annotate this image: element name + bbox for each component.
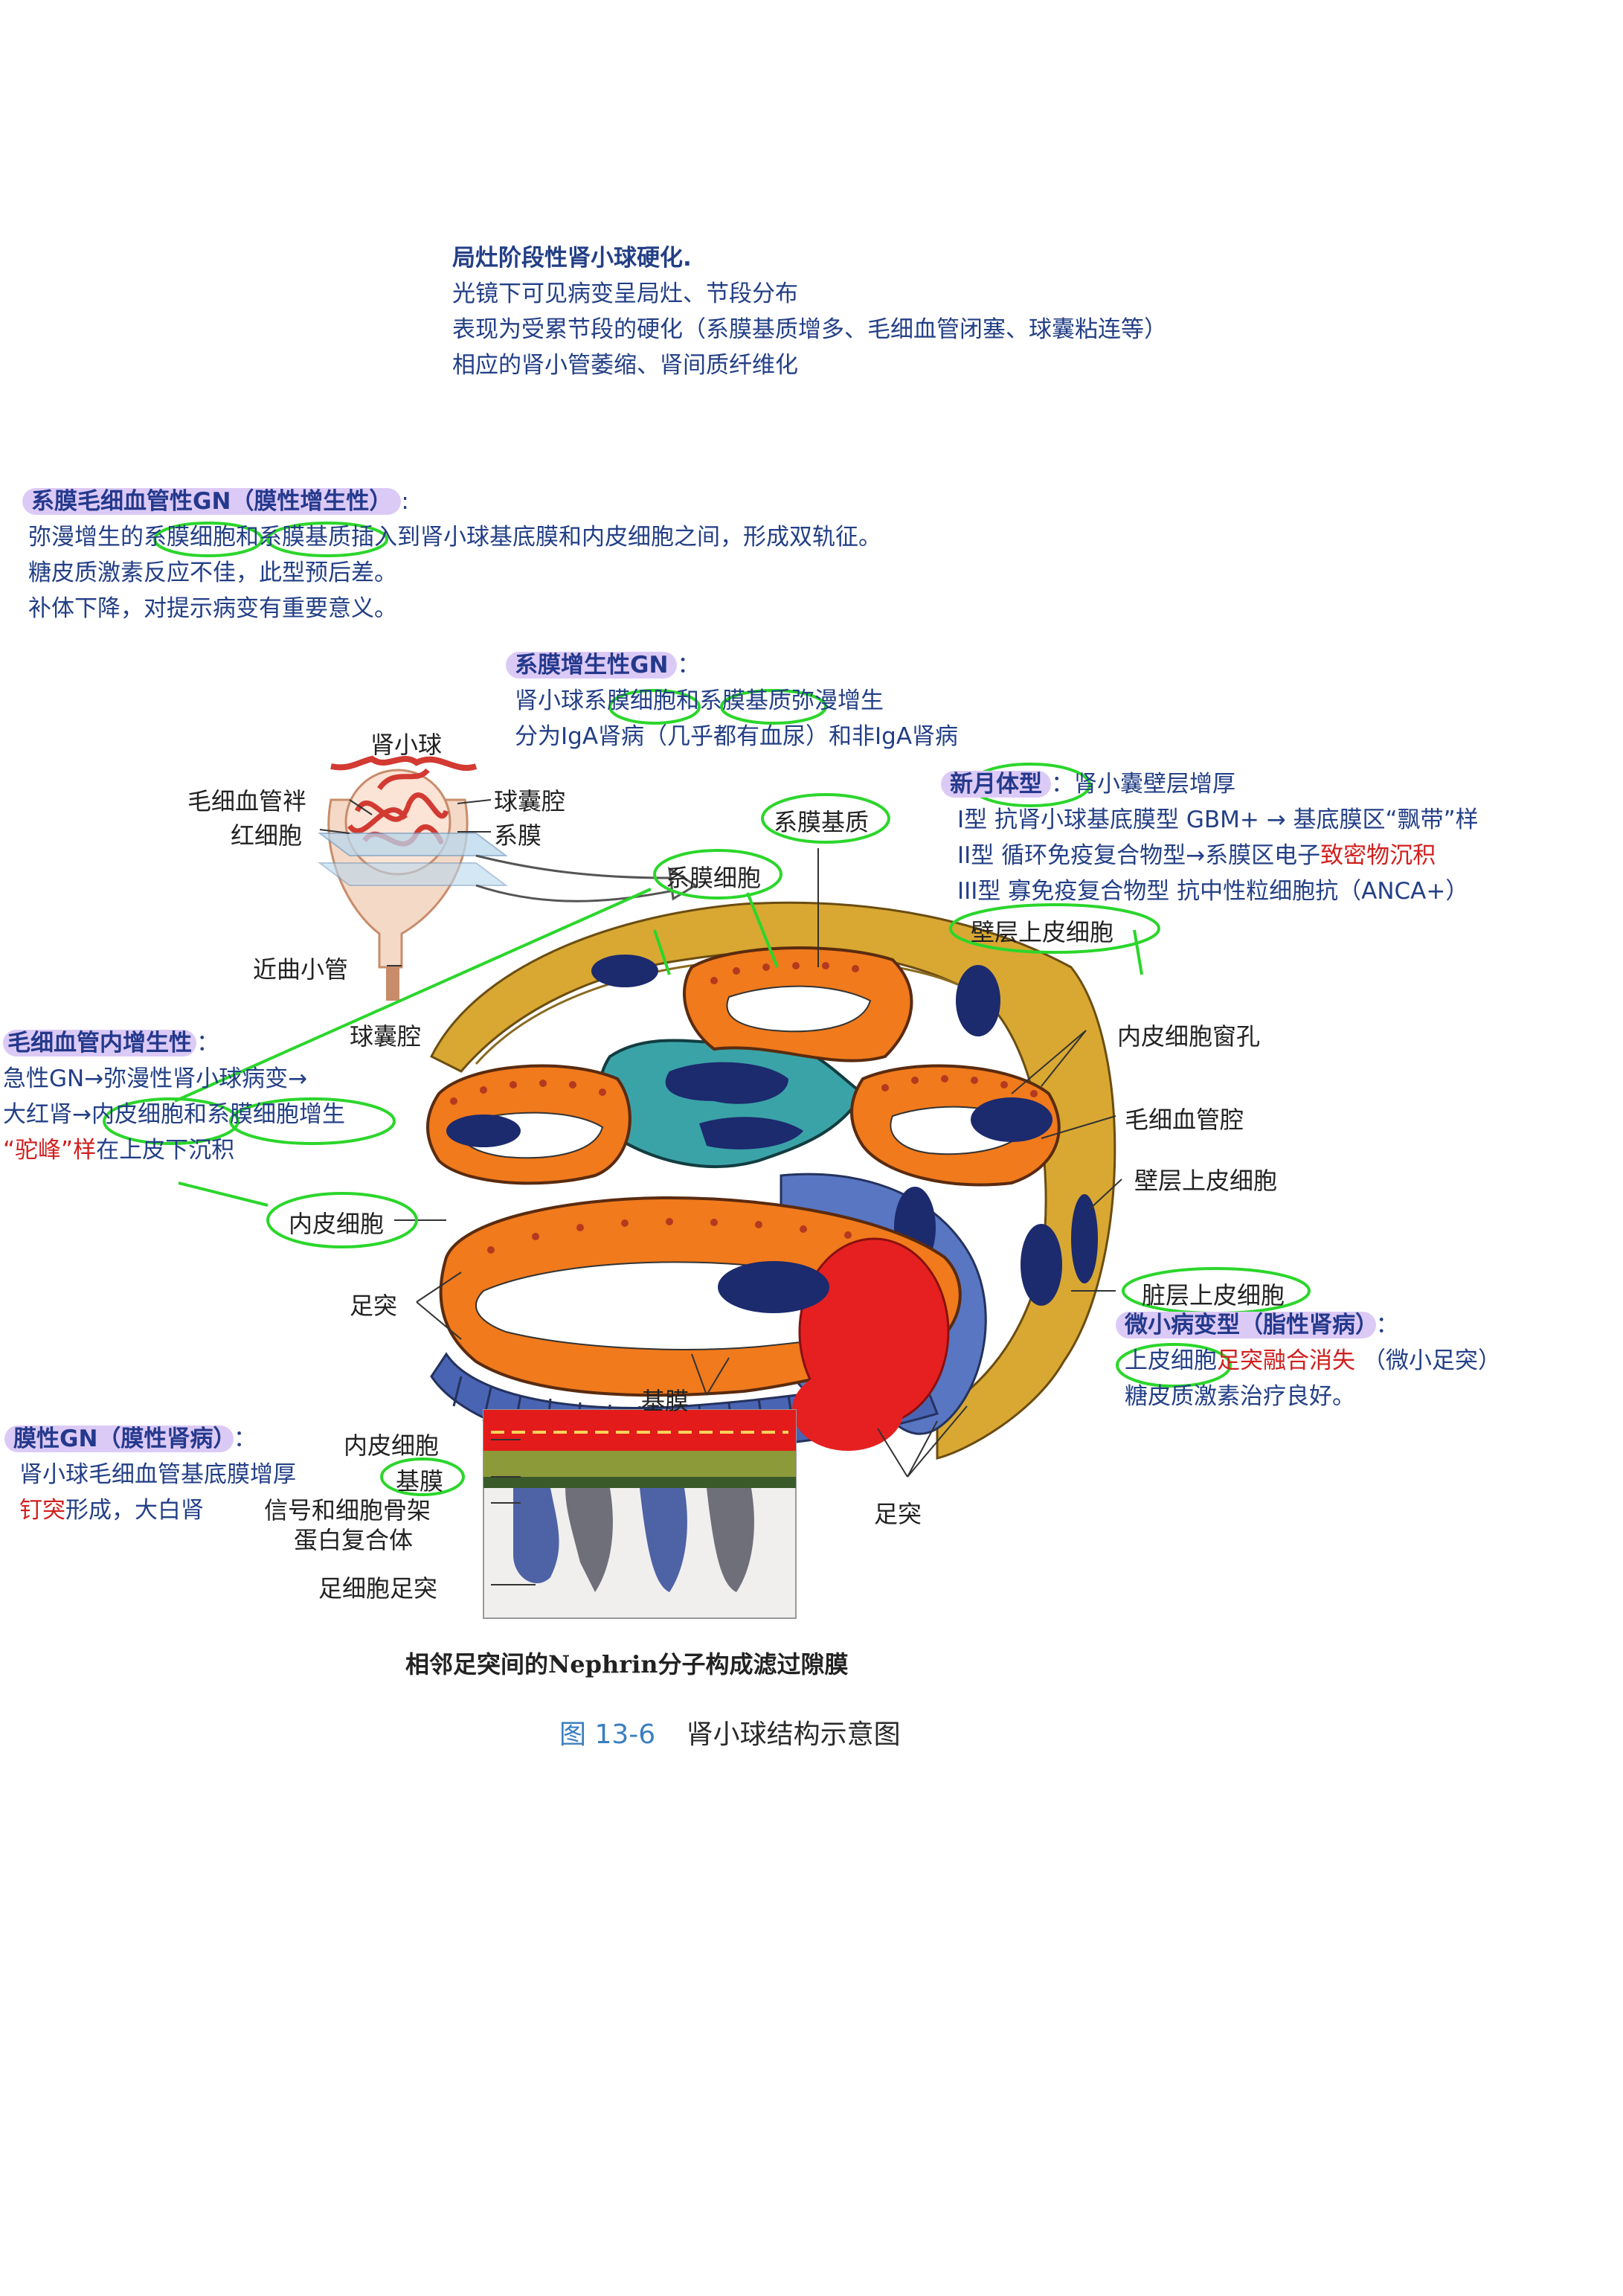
crescent-line-type2: II型 循环免疫复合物型→系膜区电子 — [957, 842, 1321, 869]
label-mesangial-matrix: 系膜基质 — [774, 808, 870, 836]
mcd-line-1: 上皮细胞 — [1125, 1347, 1217, 1374]
membranous-line-1: 肾小球毛细血管基底膜增厚 — [19, 1461, 296, 1488]
mcd-title: 微小病变型（脂性肾病） — [1116, 1312, 1376, 1338]
mpgn-line-1: 弥漫增生的系膜细胞和系膜基质插入到肾小球基底膜和内皮细胞之间，形成双轨征。 — [28, 524, 881, 551]
mesangial-note: 系膜增生性GN： 肾小球系膜细胞和系膜基质弥漫增生 分为IgA肾病（几乎都有血尿… — [506, 647, 958, 754]
fsgs-line-1: 光镜下可见病变呈局灶、节段分布 — [452, 280, 798, 307]
endocapillary-note: 毛细血管内增生性： 急性GN→弥漫性肾小球病变→ 大红肾→内皮细胞和系膜细胞增生… — [3, 1025, 345, 1168]
crescent-line-type3: III型 寡免疫复合物型 抗中性粒细胞抗（ANCA+） — [957, 878, 1469, 905]
label-bowman-space-small: 球囊腔 — [494, 787, 566, 815]
membranous-note: 膜性GN（膜性肾病）： 肾小球毛细血管基底膜增厚 钉突形成，大白肾 — [4, 1421, 296, 1528]
label-proximal-tubule: 近曲小管 — [253, 955, 349, 984]
label-basement-membrane: 基膜 — [641, 1387, 690, 1415]
label-visceral-epi: 脏层上皮细胞 — [1142, 1281, 1285, 1309]
crescent-line-type1: I型 抗肾小球基底膜型 GBM+ → 基底膜区“飘带”样 — [957, 807, 1479, 833]
crescent-line-type2-red: 致密物沉积 — [1320, 842, 1436, 869]
label-parietal-epi-top: 壁层上皮细胞 — [971, 918, 1114, 946]
mcd-note: 微小病变型（脂性肾病）： 上皮细胞足突融合消失 （微小足突） 糖皮质激素治疗良好。 — [1116, 1307, 1501, 1414]
mpgn-colon: : — [401, 488, 409, 515]
mcd-line-1-red: 足突融合消失 — [1217, 1347, 1355, 1374]
label-rbc: 红细胞 — [231, 821, 303, 850]
annotation-circles — [103, 522, 1311, 1496]
membranous-line-2-red: 钉突 — [19, 1497, 65, 1524]
fsgs-line-3: 相应的肾小管萎缩、肾间质纤维化 — [452, 352, 798, 379]
fsgs-note: 局灶阶段性肾小球硬化. 光镜下可见病变呈局灶、节段分布 表现为受累节段的硬化（系… — [452, 240, 1167, 383]
membranous-line-2: 形成，大白肾 — [65, 1497, 204, 1524]
glomerulus-overview — [318, 755, 508, 1001]
endocapillary-colon: ： — [196, 1030, 219, 1056]
endocapillary-line-1: 急性GN→弥漫性肾小球病变→ — [3, 1065, 308, 1092]
mesangial-title: 系膜增生性GN — [506, 652, 678, 679]
crescent-note: 新月体型：肾小囊壁层增厚 I型 抗肾小球基底膜型 GBM+ → 基底膜区“飘带”… — [941, 766, 1479, 909]
crescent-first: 肾小囊壁层增厚 — [1074, 771, 1235, 798]
glomerulus-cutaway — [426, 901, 1116, 1460]
figure-title: 肾小球结构示意图 — [686, 1719, 901, 1750]
membranous-title: 膜性GN（膜性肾病） — [4, 1426, 234, 1452]
fsgs-title: 局灶阶段性肾小球硬化. — [452, 245, 692, 272]
label-inset-caption: 相邻足突间的Nephrin分子构成滤过隙膜 — [405, 1650, 849, 1678]
label-inset-podocyte: 足细胞足突 — [318, 1574, 438, 1603]
label-mesangium-small: 系膜 — [494, 821, 542, 850]
figure-caption: 图 13-6 肾小球结构示意图 — [559, 1713, 901, 1751]
mcd-colon: ： — [1375, 1312, 1399, 1338]
endocapillary-line-3: 在上皮下沉积 — [96, 1137, 235, 1164]
mesangial-line-1: 肾小球系膜细胞和系膜基质弥漫增生 — [515, 687, 884, 714]
mpgn-title: 系膜毛细血管性GN（膜性增生性） — [22, 488, 402, 515]
endocapillary-line-2: 大红肾→内皮细胞和系膜细胞增生 — [3, 1101, 345, 1128]
fsgs-line-2: 表现为受累节段的硬化（系膜基质增多、毛细血管闭塞、球囊粘连等） — [452, 316, 1167, 343]
mpgn-line-2: 糖皮质激素反应不佳，此型预后差。 — [28, 559, 397, 586]
leader-lines — [319, 799, 1122, 1585]
mpgn-note: 系膜毛细血管性GN（膜性增生性）: 弥漫增生的系膜细胞和系膜基质插入到肾小球基底… — [22, 484, 881, 626]
mcd-line-1-b: （微小足突） — [1363, 1347, 1501, 1374]
crescent-colon: ： — [1051, 771, 1074, 798]
label-inset-basement: 基膜 — [396, 1467, 444, 1495]
label-inset-signal-1: 信号和细胞骨架 — [264, 1496, 431, 1524]
endocapillary-line-3-red: “驼峰”样 — [3, 1137, 97, 1164]
crescent-title: 新月体型 — [941, 771, 1051, 798]
label-parietal-epi: 壁层上皮细胞 — [1134, 1167, 1278, 1195]
mesangial-colon: ： — [677, 652, 701, 679]
label-endothelial-fenestra: 内皮细胞窗孔 — [1117, 1022, 1261, 1051]
mcd-line-2: 糖皮质激素治疗良好。 — [1125, 1383, 1355, 1410]
label-capillary-loop: 毛细血管袢 — [187, 787, 307, 815]
figure-number: 图 13-6 — [559, 1719, 656, 1750]
label-mesangial-cell: 系膜细胞 — [666, 864, 762, 892]
endocapillary-title: 毛细血管内增生性 — [3, 1030, 196, 1056]
label-endothelial-cell: 内皮细胞 — [289, 1210, 385, 1238]
label-capillary-lumen: 毛细血管腔 — [1125, 1106, 1244, 1134]
membranous-colon: ： — [233, 1426, 257, 1452]
label-foot-process-right: 足突 — [874, 1500, 922, 1528]
label-inset-signal-2: 蛋白复合体 — [294, 1526, 414, 1554]
label-glomerulus: 肾小球 — [370, 731, 443, 759]
filtration-inset — [483, 1409, 797, 1619]
label-inset-endothelial: 内皮细胞 — [344, 1431, 440, 1460]
mesangial-line-2: 分为IgA肾病（几乎都有血尿）和非IgA肾病 — [515, 723, 959, 750]
label-foot-process-left: 足突 — [350, 1292, 398, 1320]
label-bowman-space: 球囊腔 — [350, 1022, 422, 1051]
mpgn-line-3: 补体下降，对提示病变有重要意义。 — [28, 595, 397, 622]
